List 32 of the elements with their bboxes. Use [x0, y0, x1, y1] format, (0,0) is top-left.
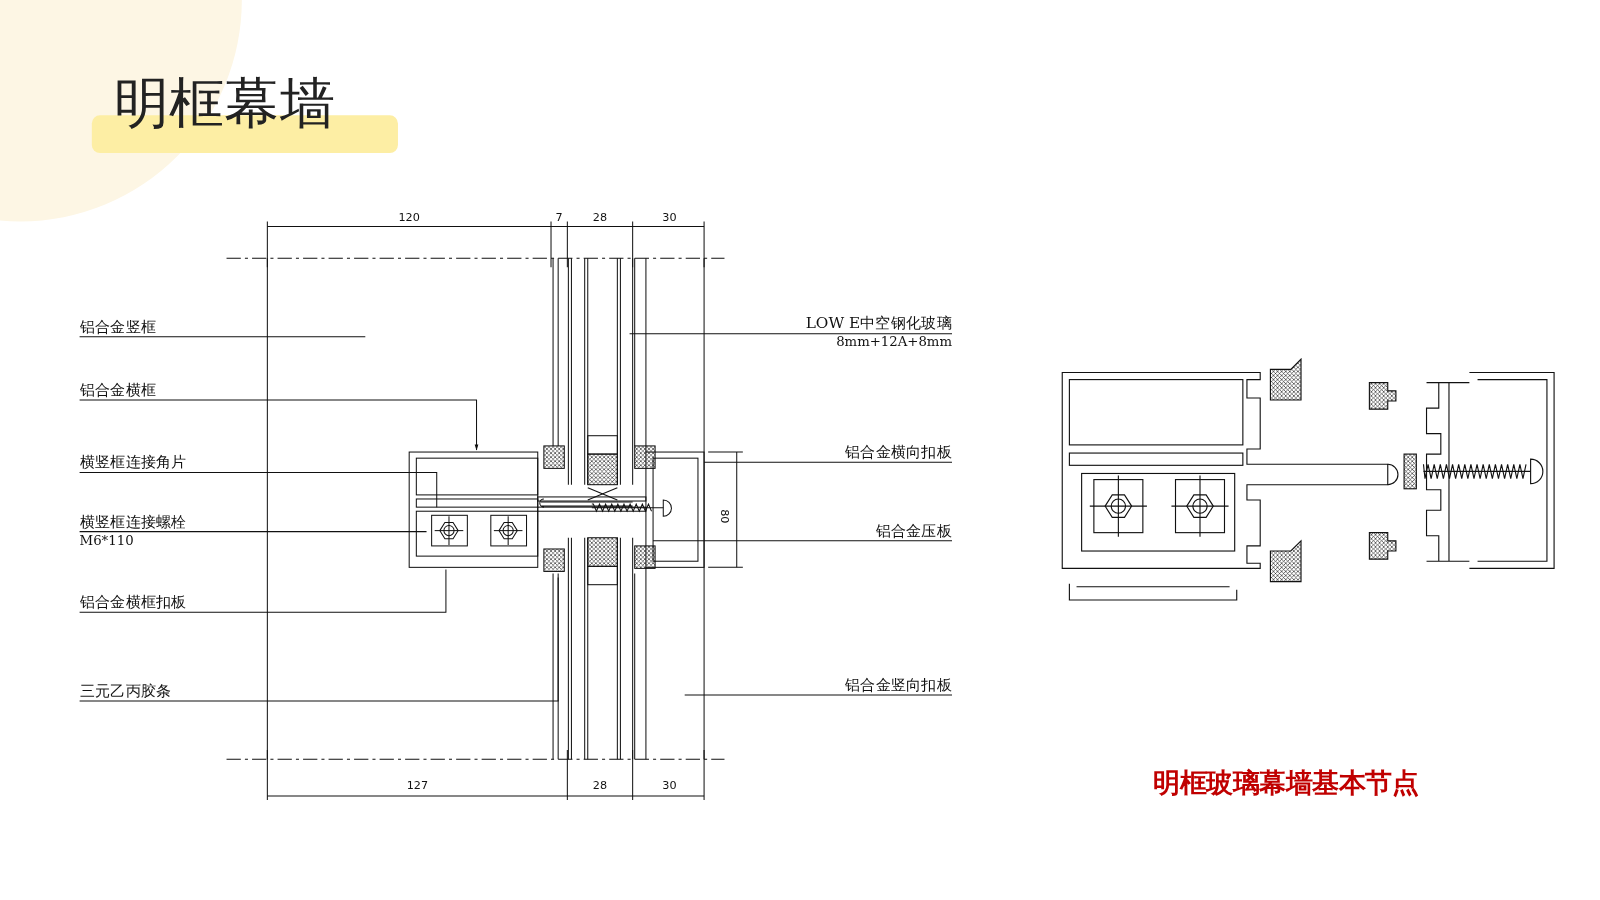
- leader-line: [79, 577, 559, 702]
- callout-label: 三元乙丙胶条: [79, 682, 172, 700]
- leader-line: [79, 531, 428, 533]
- callout-label: 铝合金竖框: [79, 318, 157, 336]
- caption: 明框玻璃幕墙基本节点: [1153, 766, 1419, 800]
- callout-label: 铝合金横框: [79, 381, 157, 399]
- leader-line: [652, 540, 953, 542]
- callout-label: M6*110: [79, 533, 135, 548]
- callout-label: LOW E中空钢化玻璃: [805, 314, 953, 332]
- callout-label: 铝合金压板: [875, 522, 953, 540]
- callout-label: 横竖框连接螺栓: [79, 513, 187, 531]
- callout-label: 铝合金竖向扣板: [844, 676, 953, 694]
- dimension-label: 28: [592, 779, 608, 792]
- leader-line: [79, 568, 447, 613]
- leader-line: [79, 399, 479, 451]
- leader-line: [79, 471, 438, 508]
- dimension-label: 7: [555, 212, 563, 225]
- leader-line: [79, 336, 366, 338]
- dimension-label: 120: [398, 212, 420, 225]
- callout-label: 8mm+12A+8mm: [835, 334, 953, 349]
- leader-line: [629, 333, 953, 335]
- dimension-label: 30: [662, 212, 677, 225]
- title: 明框幕墙: [114, 71, 335, 137]
- callout-label: 铝合金横框扣板: [79, 593, 187, 612]
- leader-line: [703, 461, 953, 463]
- leader-line: [684, 694, 953, 696]
- dimension-label: 80: [718, 509, 731, 524]
- callout-label: 横竖框连接角片: [79, 454, 187, 472]
- dimension-label: 28: [592, 212, 608, 225]
- callout-label: 铝合金横向扣板: [844, 443, 953, 462]
- dimension-label: 30: [662, 779, 677, 792]
- dimension-label: 127: [406, 779, 429, 792]
